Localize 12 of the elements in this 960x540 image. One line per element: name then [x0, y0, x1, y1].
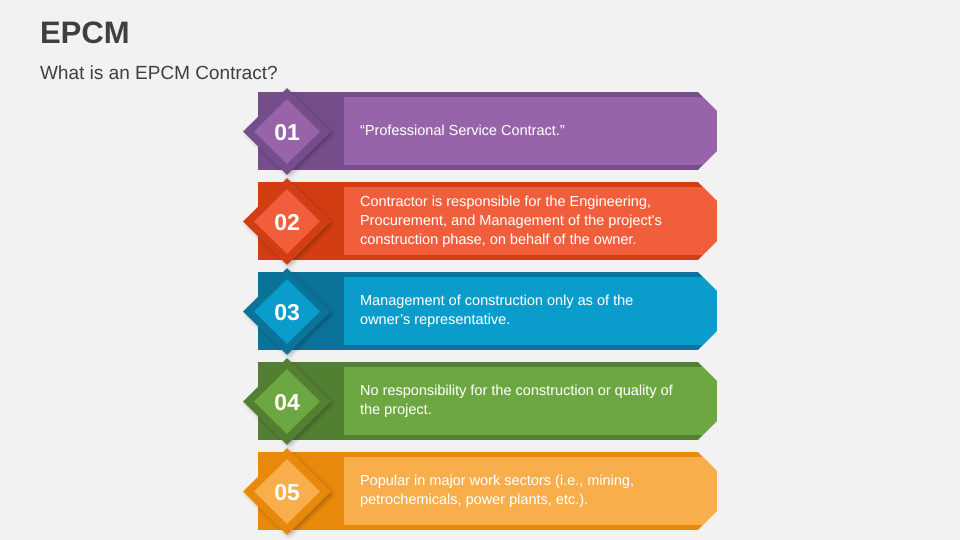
- step-number: 03: [274, 298, 300, 324]
- title: EPCM: [40, 14, 130, 52]
- description-text: Contractor is responsible for the Engineering, Procurement, and Management of the project's construction phase, on behalf of the owner.: [360, 192, 663, 250]
- step-number: 01: [274, 118, 300, 144]
- step-number: 04: [274, 388, 300, 414]
- description-text: “Professional Service Contract.”: [360, 122, 565, 140]
- step-number: 02: [274, 208, 300, 234]
- description-text: Popular in major work sectors (i.e., mining, petrochemicals, power plants, etc.).: [360, 472, 635, 510]
- description-text: No responsibility for the construction or quality of the project.: [360, 382, 674, 420]
- step-number: 05: [274, 478, 300, 504]
- description-text: Management of construction only as of the owner’s representative.: [360, 292, 634, 330]
- subtitle: What is an EPCM Contract?: [40, 62, 278, 86]
